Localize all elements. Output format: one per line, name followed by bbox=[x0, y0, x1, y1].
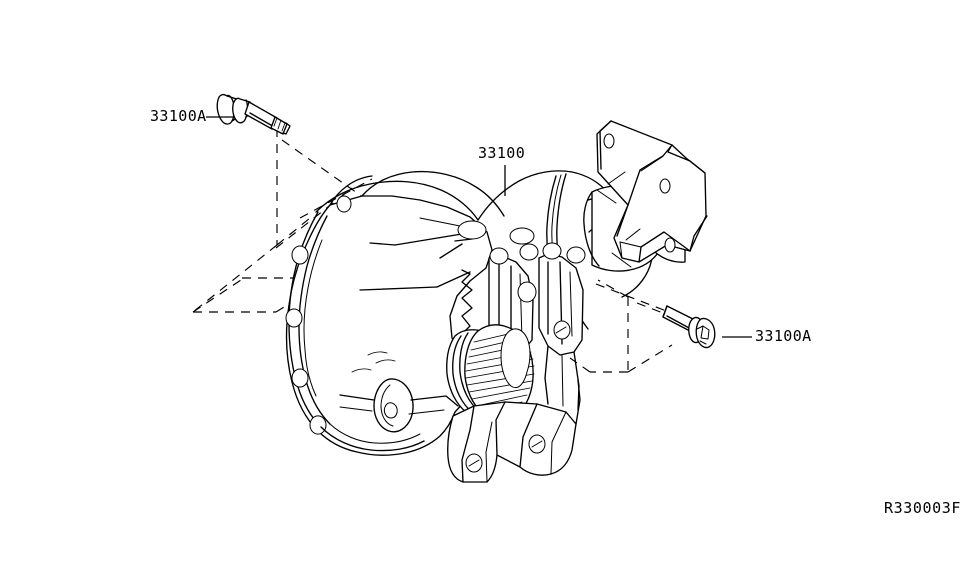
mounting-bolt-lower-right bbox=[662, 305, 716, 349]
part-label-bolt-lower-right: 33100A bbox=[755, 327, 812, 345]
output-shaft-spline bbox=[446, 324, 535, 421]
part-label-bolt-upper-left: 33100A bbox=[150, 107, 207, 125]
part-label-33100: 33100 bbox=[478, 144, 526, 162]
companion-flange bbox=[583, 120, 708, 272]
leader-lines bbox=[206, 116, 752, 338]
lower-mounting-bracket bbox=[447, 379, 581, 483]
drain-plug-boss bbox=[339, 378, 459, 433]
drawing-reference-code: R330003F bbox=[884, 499, 962, 517]
